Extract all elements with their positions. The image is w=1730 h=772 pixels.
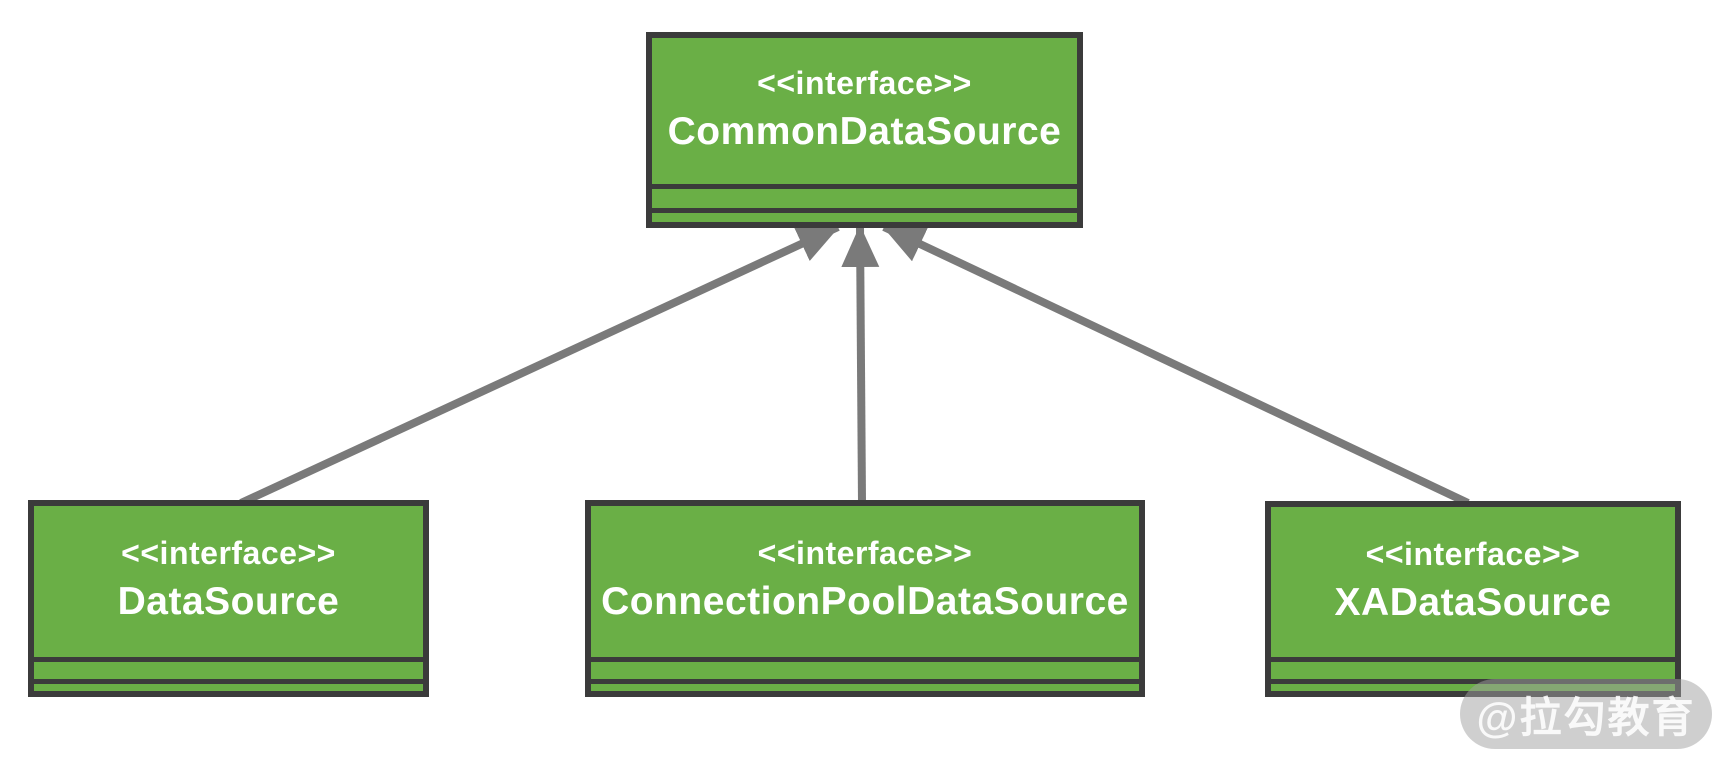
attributes-compartment [1271,657,1675,679]
edge-datasource-to-commondatasource [239,223,840,507]
operations-compartment [652,208,1077,222]
class-name-label: CommonDataSource [667,109,1062,153]
uml-class-xadatasource: <<interface>> XADataSource [1265,501,1681,697]
edge-xadatasource-to-commondatasource [882,223,1470,507]
attributes-compartment [591,657,1139,679]
name-compartment: <<interface>> DataSource [34,506,423,657]
watermark-text: @拉勾教育 [1476,693,1696,741]
operations-compartment [591,679,1139,691]
stereotype-label: <<interface>> [121,535,336,571]
operations-compartment [1271,679,1675,691]
operations-compartment [34,679,423,691]
uml-class-connectionpooldatasource: <<interface>> ConnectionPoolDataSource [585,500,1145,697]
uml-class-commondatasource: <<interface>> CommonDataSource [646,32,1083,228]
name-compartment: <<interface>> XADataSource [1271,507,1675,657]
class-name-label: ConnectionPoolDataSource [601,580,1129,623]
edge-connectionpooldatasource-to-commondatasource [841,225,880,504]
watermark-badge: @拉勾教育 [1460,679,1712,749]
attributes-compartment [34,657,423,679]
name-compartment: <<interface>> ConnectionPoolDataSource [591,506,1139,657]
class-name-label: XADataSource [1334,580,1612,624]
class-name-label: DataSource [117,580,340,623]
attributes-compartment [652,184,1077,208]
uml-class-datasource: <<interface>> DataSource [28,500,429,697]
stereotype-label: <<interface>> [1365,535,1581,572]
stereotype-label: <<interface>> [757,64,972,101]
stereotype-label: <<interface>> [757,535,973,571]
name-compartment: <<interface>> CommonDataSource [652,38,1077,184]
